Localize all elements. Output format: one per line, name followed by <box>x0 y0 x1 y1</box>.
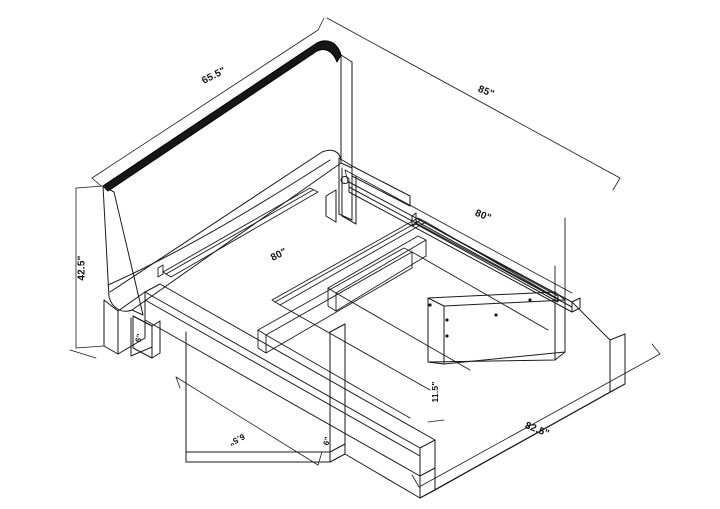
rear-frame-edges <box>554 217 611 341</box>
base-plinth <box>132 315 626 499</box>
side-rail-right <box>348 181 581 313</box>
headboard-top-trim <box>102 40 342 192</box>
footboard-rail <box>427 291 566 365</box>
headboard-panel <box>102 40 342 312</box>
headboard-legs <box>103 167 357 357</box>
headboard-depth <box>102 54 353 316</box>
slat-set <box>157 187 561 419</box>
mounting-bracket <box>325 157 411 223</box>
dimension-lines <box>69 17 661 488</box>
side-rail-left <box>144 283 436 477</box>
